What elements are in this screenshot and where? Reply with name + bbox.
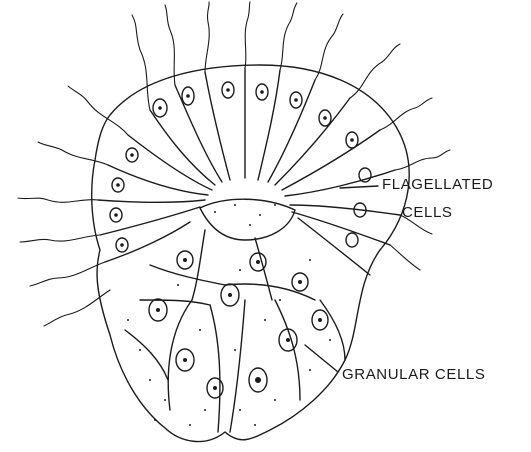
granular-pointer [305,345,338,372]
flagellated-cell-walls [98,68,400,275]
flagellated-cells-label-line2: CELLS [402,204,453,222]
flagellated-cells-label-line1: FLAGELLATED [382,176,493,194]
flagellated-pointer [340,186,378,188]
granular-cells-label: GRANULAR CELLS [342,366,485,384]
central-cavity [200,199,295,240]
flagella [18,2,450,326]
